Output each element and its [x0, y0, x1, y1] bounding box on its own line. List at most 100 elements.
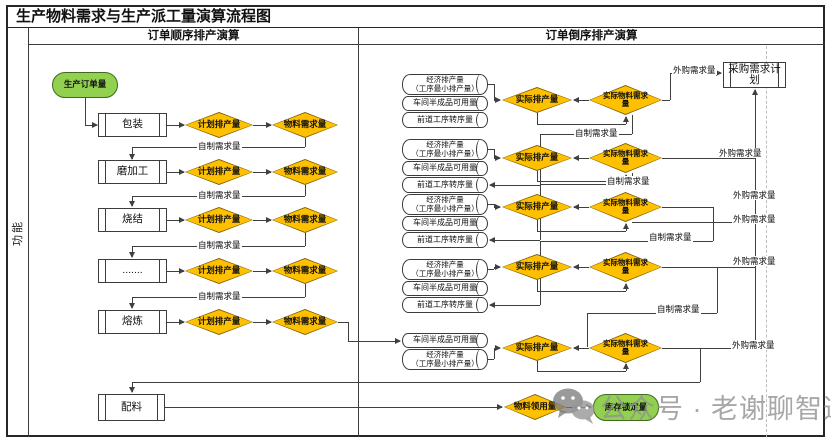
arrowhead [179, 319, 185, 325]
connector-33 [540, 241, 713, 242]
decision-actual-output-d-label: 实际排产量 [515, 261, 559, 272]
arrowhead [395, 338, 401, 344]
connector-30 [574, 207, 589, 208]
connector-15 [338, 322, 348, 323]
cylinder-economic-output-c-label: 经济排产量（工序最小排产量） [411, 195, 479, 213]
decision-actual-output-c: 实际排产量 [502, 194, 572, 220]
cylinder-wip-available-d: 车间半成品可用量 [402, 281, 488, 296]
connector-7 [167, 220, 184, 221]
process-sintering: 烧结 [98, 208, 167, 232]
connector-34 [488, 269, 494, 270]
arrowhead [129, 387, 135, 393]
connector-3 [132, 147, 133, 159]
connector-23 [632, 115, 633, 134]
process-purchase-demand-plan-label: 采购需求计划 [728, 62, 781, 86]
arrowhead [495, 155, 501, 161]
edge-label: 自制需求量 [197, 190, 242, 200]
decision-material-demand-row2: 物料需求量 [272, 159, 338, 185]
connector-12 [132, 297, 133, 308]
process-smelting-label: 熔炼 [122, 315, 143, 328]
decision-actual-material-demand-d-label: 实际物料需求量 [603, 257, 648, 275]
arrowhead [495, 264, 501, 270]
arrowhead [573, 264, 579, 270]
cylinder-economic-output-b-label: 经济排产量（工序最小排产量） [411, 140, 479, 158]
edge-label: 外购需求量 [731, 340, 776, 350]
process-purchase-demand-plan: 采购需求计划 [723, 62, 786, 88]
connector-38 [587, 313, 588, 347]
process-packaging: 包装 [98, 113, 167, 137]
arrowhead [573, 155, 579, 161]
connector-38 [717, 267, 718, 313]
connector-36 [537, 291, 626, 292]
decision-material-requisition-qty-label: 物料领用量 [513, 401, 557, 412]
connector-19 [488, 84, 494, 85]
arrowhead [573, 204, 579, 210]
connector-39 [494, 348, 495, 359]
connector-0 [85, 125, 97, 126]
arrowhead [495, 97, 501, 103]
connector-17 [165, 407, 502, 408]
arrowhead [586, 404, 592, 410]
lane-function: 功能 [6, 28, 29, 437]
connector-0 [85, 98, 86, 125]
cylinder-prev-process-transfer-a: 前道工序转序量 [402, 112, 488, 128]
process-sintering-label: 烧结 [122, 213, 143, 226]
arrowhead [266, 268, 272, 274]
start-production-order-qty-label: 生产订单量 [63, 79, 107, 90]
decision-actual-material-demand-e: 实际物料需求量 [589, 333, 662, 363]
connector-26 [537, 181, 626, 182]
decision-actual-output-e-label: 实际排产量 [515, 342, 559, 353]
connector-34 [494, 267, 495, 269]
edge-label: 外购需求量 [732, 256, 777, 266]
cylinder-economic-output-a-label: 经济排产量（工序最小排产量） [411, 75, 479, 93]
connector-28 [490, 240, 540, 241]
arrowhead [129, 252, 135, 258]
cylinder-wip-available-a-label: 车间半成品可用量 [413, 98, 477, 108]
column-divider [358, 28, 359, 437]
edge-label: 自制需求量 [656, 304, 701, 314]
connector-15 [348, 322, 349, 341]
arrowhead [266, 217, 272, 223]
cylinder-wip-available-b: 车间半成品可用量 [402, 161, 488, 176]
decision-planned-output-row2: 计划排产量 [185, 159, 253, 185]
decision-material-demand-row4-label: 物料需求量 [283, 265, 327, 276]
connector-9 [132, 246, 133, 257]
connector-28 [540, 184, 632, 185]
process-smelting: 熔炼 [98, 310, 167, 334]
edge-label: 外购需求量 [672, 65, 717, 75]
connector-40 [574, 348, 589, 349]
decision-planned-output-row2-label: 计划排产量 [197, 166, 241, 177]
decision-material-demand-row2-label: 物料需求量 [283, 166, 327, 177]
connector-9 [305, 233, 306, 246]
decision-planned-output-row5-label: 计划排产量 [197, 316, 241, 327]
connector-14 [253, 322, 271, 323]
cylinder-economic-output-a: 经济排产量（工序最小排产量） [402, 74, 488, 95]
process-batching: 配料 [98, 394, 165, 421]
cylinder-economic-output-e-label: 经济排产量（工序最小排产量） [411, 350, 479, 368]
edge-label: 自制需求量 [648, 232, 693, 242]
arrowhead [179, 169, 185, 175]
arrowhead [179, 122, 185, 128]
connector-35 [574, 267, 589, 268]
connector-19 [494, 84, 495, 100]
cylinder-prev-process-transfer-b: 前道工序转序量 [402, 177, 488, 193]
connector-16 [700, 348, 701, 382]
connector-33 [713, 207, 714, 241]
process-batching-label: 配料 [121, 400, 142, 413]
arrowhead [129, 154, 135, 160]
arrowhead [266, 169, 272, 175]
connector-24 [494, 149, 495, 158]
decision-planned-output-row1: 计划排产量 [185, 112, 253, 138]
decision-actual-material-demand-b: 实际物料需求量 [589, 143, 662, 173]
cylinder-prev-process-transfer-d-label: 前道工序转序量 [417, 299, 473, 309]
connector-22 [670, 73, 671, 100]
connector-33 [662, 207, 713, 208]
arrowhead [573, 97, 579, 103]
edge-label: 外购需求量 [718, 148, 763, 158]
start-production-order-qty: 生产订单量 [52, 72, 118, 98]
decision-planned-output-row3: 计划排产量 [185, 207, 253, 233]
decision-planned-output-row3-label: 计划排产量 [197, 214, 241, 225]
connector-8 [253, 220, 271, 221]
connector-23 [490, 185, 540, 186]
